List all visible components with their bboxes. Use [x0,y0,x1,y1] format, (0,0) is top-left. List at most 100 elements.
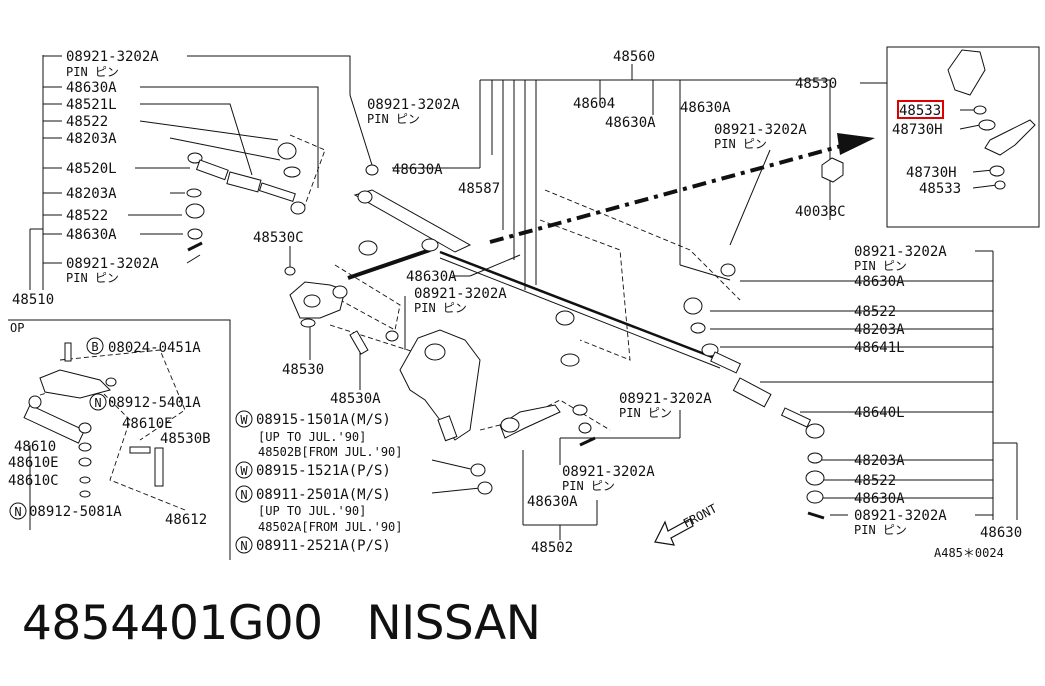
steering-gear-box [399,329,481,441]
idler-arm-inset [947,49,986,96]
circle-letter: N [14,505,21,519]
part-drawings [23,49,1036,520]
tie-rod-inner [258,182,296,203]
dash-arrow [347,133,875,280]
label: 48640L [854,405,905,421]
label: 48203A [66,186,117,202]
label: 48203A [854,453,905,469]
label: PIN ピン [66,271,119,285]
dust-cover [277,142,297,160]
label: PIN ピン [367,112,420,126]
label: [UP TO JUL.'90] [258,504,366,518]
label: 48502 [531,540,573,556]
label: 48522 [854,304,896,320]
part-caption: 4854401G00 NISSAN [22,596,541,651]
label: 08921-3202A [414,286,507,302]
label: OP [10,321,24,335]
steering-linkage-parts-diagram: 08921-3202A PIN ピン 48630A 48521L 48522 4… [8,46,1040,560]
label: 48530C [253,230,304,246]
label: 08921-3202A [367,97,460,113]
label: 48630A [527,494,578,510]
label: 48630A [605,115,656,131]
label: 48530A [330,391,381,407]
label: 08915-1501A(M/S) [256,412,391,428]
label: 48530B [160,431,211,447]
label: 08921-3202A [714,122,807,138]
label: 48502A[FROM JUL.'90] [258,520,403,534]
label: 08024-0451A [108,340,201,356]
label: PIN ピン [714,137,767,151]
clamp [283,166,301,178]
label: PIN ピン [619,406,672,420]
label: 08912-5401A [108,395,201,411]
front-label: FRONT [681,501,719,530]
label: 48604 [573,96,615,112]
circle-letter: W [240,464,248,478]
label: 48730H [906,165,957,181]
circle-markers [9,337,253,554]
label: 48502B[FROM JUL.'90] [258,445,403,459]
label: 08921-3202A [66,256,159,272]
label: PIN ピン [854,259,907,273]
label: 08921-3202A [854,244,947,260]
label: 48587 [458,181,500,197]
label: 48630A [854,274,905,290]
ball-joint [187,152,203,164]
label: 48610E [8,455,59,471]
label: 48203A [66,131,117,147]
label: 48520L [66,161,117,177]
nut [187,228,203,240]
label: 48610 [14,439,56,455]
label: 48560 [613,49,655,65]
labels: 08921-3202A PIN ピン 48630A 48521L 48522 4… [8,49,1022,560]
label: PIN ピン [414,301,467,315]
diagram-code: A485＊0024 [934,546,1004,560]
label: 48610C [8,473,59,489]
adjusting-sleeve [732,377,772,408]
dust-cover [185,203,205,219]
label: 48630A [66,80,117,96]
label: 48521L [66,97,117,113]
steering-damper [23,404,86,444]
circle-letter: W [240,413,248,427]
label: PIN ピン [854,523,907,537]
label: 48610E [122,416,173,432]
circle-letter: N [240,488,247,502]
label: 48641L [854,340,905,356]
label: 48630A [392,162,443,178]
label: 48530 [795,76,837,92]
label: 40038C [795,204,846,220]
label: 48630A [406,269,457,285]
highlight [897,100,944,119]
label: 08915-1521A(P/S) [256,463,391,479]
label: 08911-2521A(P/S) [256,538,391,554]
label: 48630A [854,491,905,507]
label: 08921-3202A [66,49,159,65]
part-number: 4854401G00 [22,596,323,651]
tie-rod-end [195,159,229,181]
label: 48522 [66,114,108,130]
ball-joint [290,201,306,215]
circle-letter: N [240,539,247,553]
label: [UP TO JUL.'90] [258,430,366,444]
brand-name: NISSAN [366,596,541,651]
label: 48630 [980,525,1022,541]
label: 48533 [919,181,961,197]
label: 48203A [854,322,905,338]
label: 48630A [66,227,117,243]
circle-letter: B [91,340,98,354]
clamp [186,188,202,198]
label: 48522 [854,473,896,489]
adjusting-sleeve [226,171,262,193]
label: 48730H [892,122,943,138]
label: 08912-5081A [29,504,122,520]
label: 48522 [66,208,108,224]
circle-letter: N [94,396,101,410]
front-arrow [654,518,694,546]
label: 08921-3202A [854,508,947,524]
label: 08911-2501A(M/S) [256,487,391,503]
label: 08921-3202A [562,464,655,480]
label: 48612 [165,512,207,528]
label: PIN ピン [562,479,615,493]
label: 48630A [680,100,731,116]
